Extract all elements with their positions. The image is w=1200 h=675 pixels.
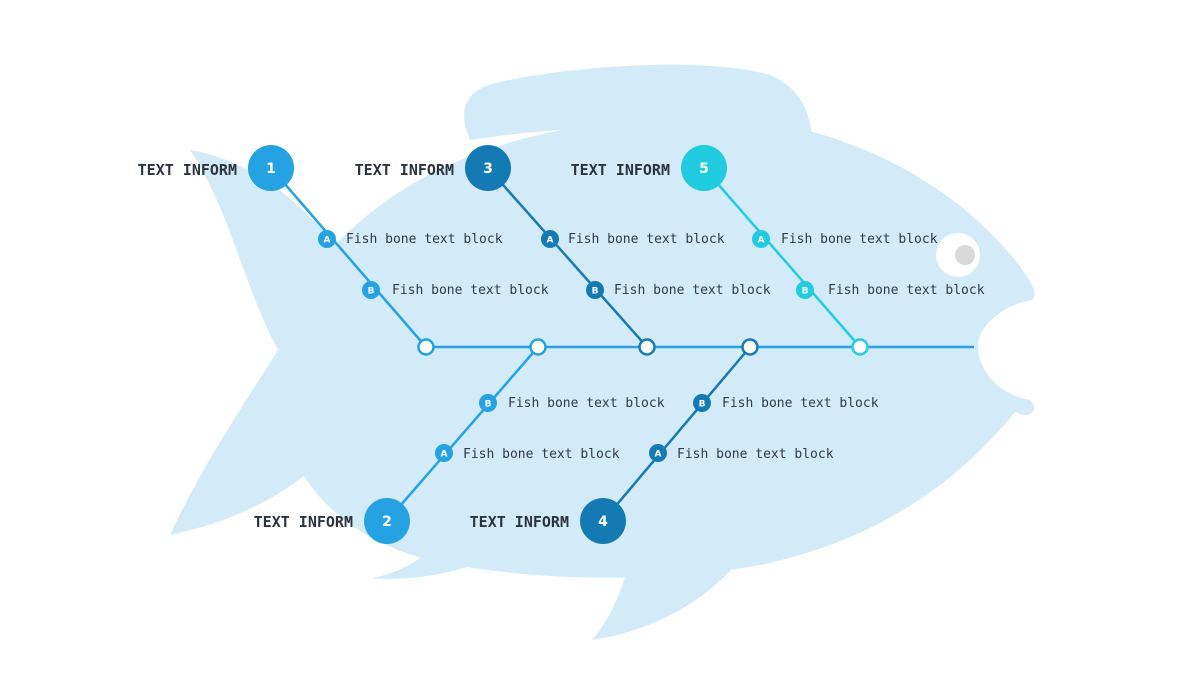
branch-4-label: TEXT INFORM bbox=[470, 513, 569, 531]
branch-4-b-letter: B bbox=[699, 400, 706, 410]
branch-2-number-circle bbox=[364, 498, 410, 544]
branch-2-a-dot bbox=[435, 444, 453, 462]
branch-5-b-dot bbox=[796, 281, 814, 299]
fish-dorsal-fin bbox=[464, 64, 812, 140]
branch-1-b-letter: B bbox=[368, 287, 375, 297]
branch-3-number-circle bbox=[465, 145, 511, 191]
branch-4-b-text: Fish bone text block bbox=[722, 396, 879, 411]
branch-5-a-letter: A bbox=[758, 236, 765, 246]
branch-4-a-text: Fish bone text block bbox=[677, 447, 834, 462]
branch-4-joint bbox=[741, 338, 759, 356]
fish-pupil bbox=[955, 245, 975, 265]
branch-1-a-letter: A bbox=[324, 236, 331, 246]
branch-2-b-letter: B bbox=[485, 400, 492, 410]
fish-bottom-fin bbox=[372, 525, 510, 579]
branch-4-a-letter: A bbox=[655, 450, 662, 460]
branch-1-label: TEXT INFORM bbox=[138, 161, 237, 179]
branch-4-number-circle bbox=[580, 498, 626, 544]
branch-5-number-circle bbox=[681, 145, 727, 191]
branch-3-a-dot bbox=[541, 230, 559, 248]
branch-5-line bbox=[703, 167, 861, 348]
branch-2-joint bbox=[529, 338, 547, 356]
branch-5: 5 TEXT INFORM A Fish bone text block B F… bbox=[571, 145, 985, 356]
branch-2-label: TEXT INFORM bbox=[254, 513, 353, 531]
branch-1-joint bbox=[417, 338, 435, 356]
branch-1-number: 1 bbox=[266, 161, 276, 177]
branch-1-a-dot bbox=[318, 230, 336, 248]
branch-4: 4 TEXT INFORM B Fish bone text block A F… bbox=[470, 338, 879, 544]
branch-5-number: 5 bbox=[699, 161, 709, 177]
branch-3-joint bbox=[638, 338, 656, 356]
branch-5-a-text: Fish bone text block bbox=[781, 232, 938, 247]
branch-3-b-letter: B bbox=[592, 287, 599, 297]
branch-3-label: TEXT INFORM bbox=[355, 161, 454, 179]
branch-1-a-text: Fish bone text block bbox=[346, 232, 503, 247]
branch-5-b-text: Fish bone text block bbox=[828, 283, 985, 298]
branch-3-line bbox=[487, 167, 648, 348]
branch-5-b-letter: B bbox=[802, 287, 809, 297]
branch-1: 1 TEXT INFORM A Fish bone text block B F… bbox=[138, 145, 549, 356]
branch-2: 2 TEXT INFORM B Fish bone text block A F… bbox=[254, 338, 665, 544]
branch-1-number-circle bbox=[248, 145, 294, 191]
branch-5-a-dot bbox=[752, 230, 770, 248]
branch-2-a-text: Fish bone text block bbox=[463, 447, 620, 462]
branch-3: 3 TEXT INFORM A Fish bone text block B F… bbox=[355, 145, 771, 356]
branch-5-joint bbox=[851, 338, 869, 356]
branch-1-b-dot bbox=[362, 281, 380, 299]
branch-1-b-text: Fish bone text block bbox=[392, 283, 549, 298]
branch-4-a-dot bbox=[649, 444, 667, 462]
branch-4-b-dot bbox=[693, 394, 711, 412]
branch-2-line bbox=[386, 346, 539, 522]
branch-2-b-text: Fish bone text block bbox=[508, 396, 665, 411]
branch-2-a-letter: A bbox=[441, 450, 448, 460]
fish-belly-fin bbox=[592, 560, 735, 640]
branch-3-number: 3 bbox=[483, 161, 493, 177]
branch-3-b-text: Fish bone text block bbox=[614, 283, 771, 298]
fish-tail-fin bbox=[170, 150, 345, 535]
branch-4-number: 4 bbox=[598, 514, 608, 530]
branch-2-number: 2 bbox=[382, 514, 392, 530]
branch-1-line bbox=[270, 167, 427, 348]
branch-3-a-letter: A bbox=[547, 236, 554, 246]
branch-2-b-dot bbox=[479, 394, 497, 412]
fish-silhouette bbox=[170, 64, 1035, 640]
branch-4-line bbox=[602, 346, 751, 522]
branch-3-b-dot bbox=[586, 281, 604, 299]
branch-3-a-text: Fish bone text block bbox=[568, 232, 725, 247]
branch-5-label: TEXT INFORM bbox=[571, 161, 670, 179]
